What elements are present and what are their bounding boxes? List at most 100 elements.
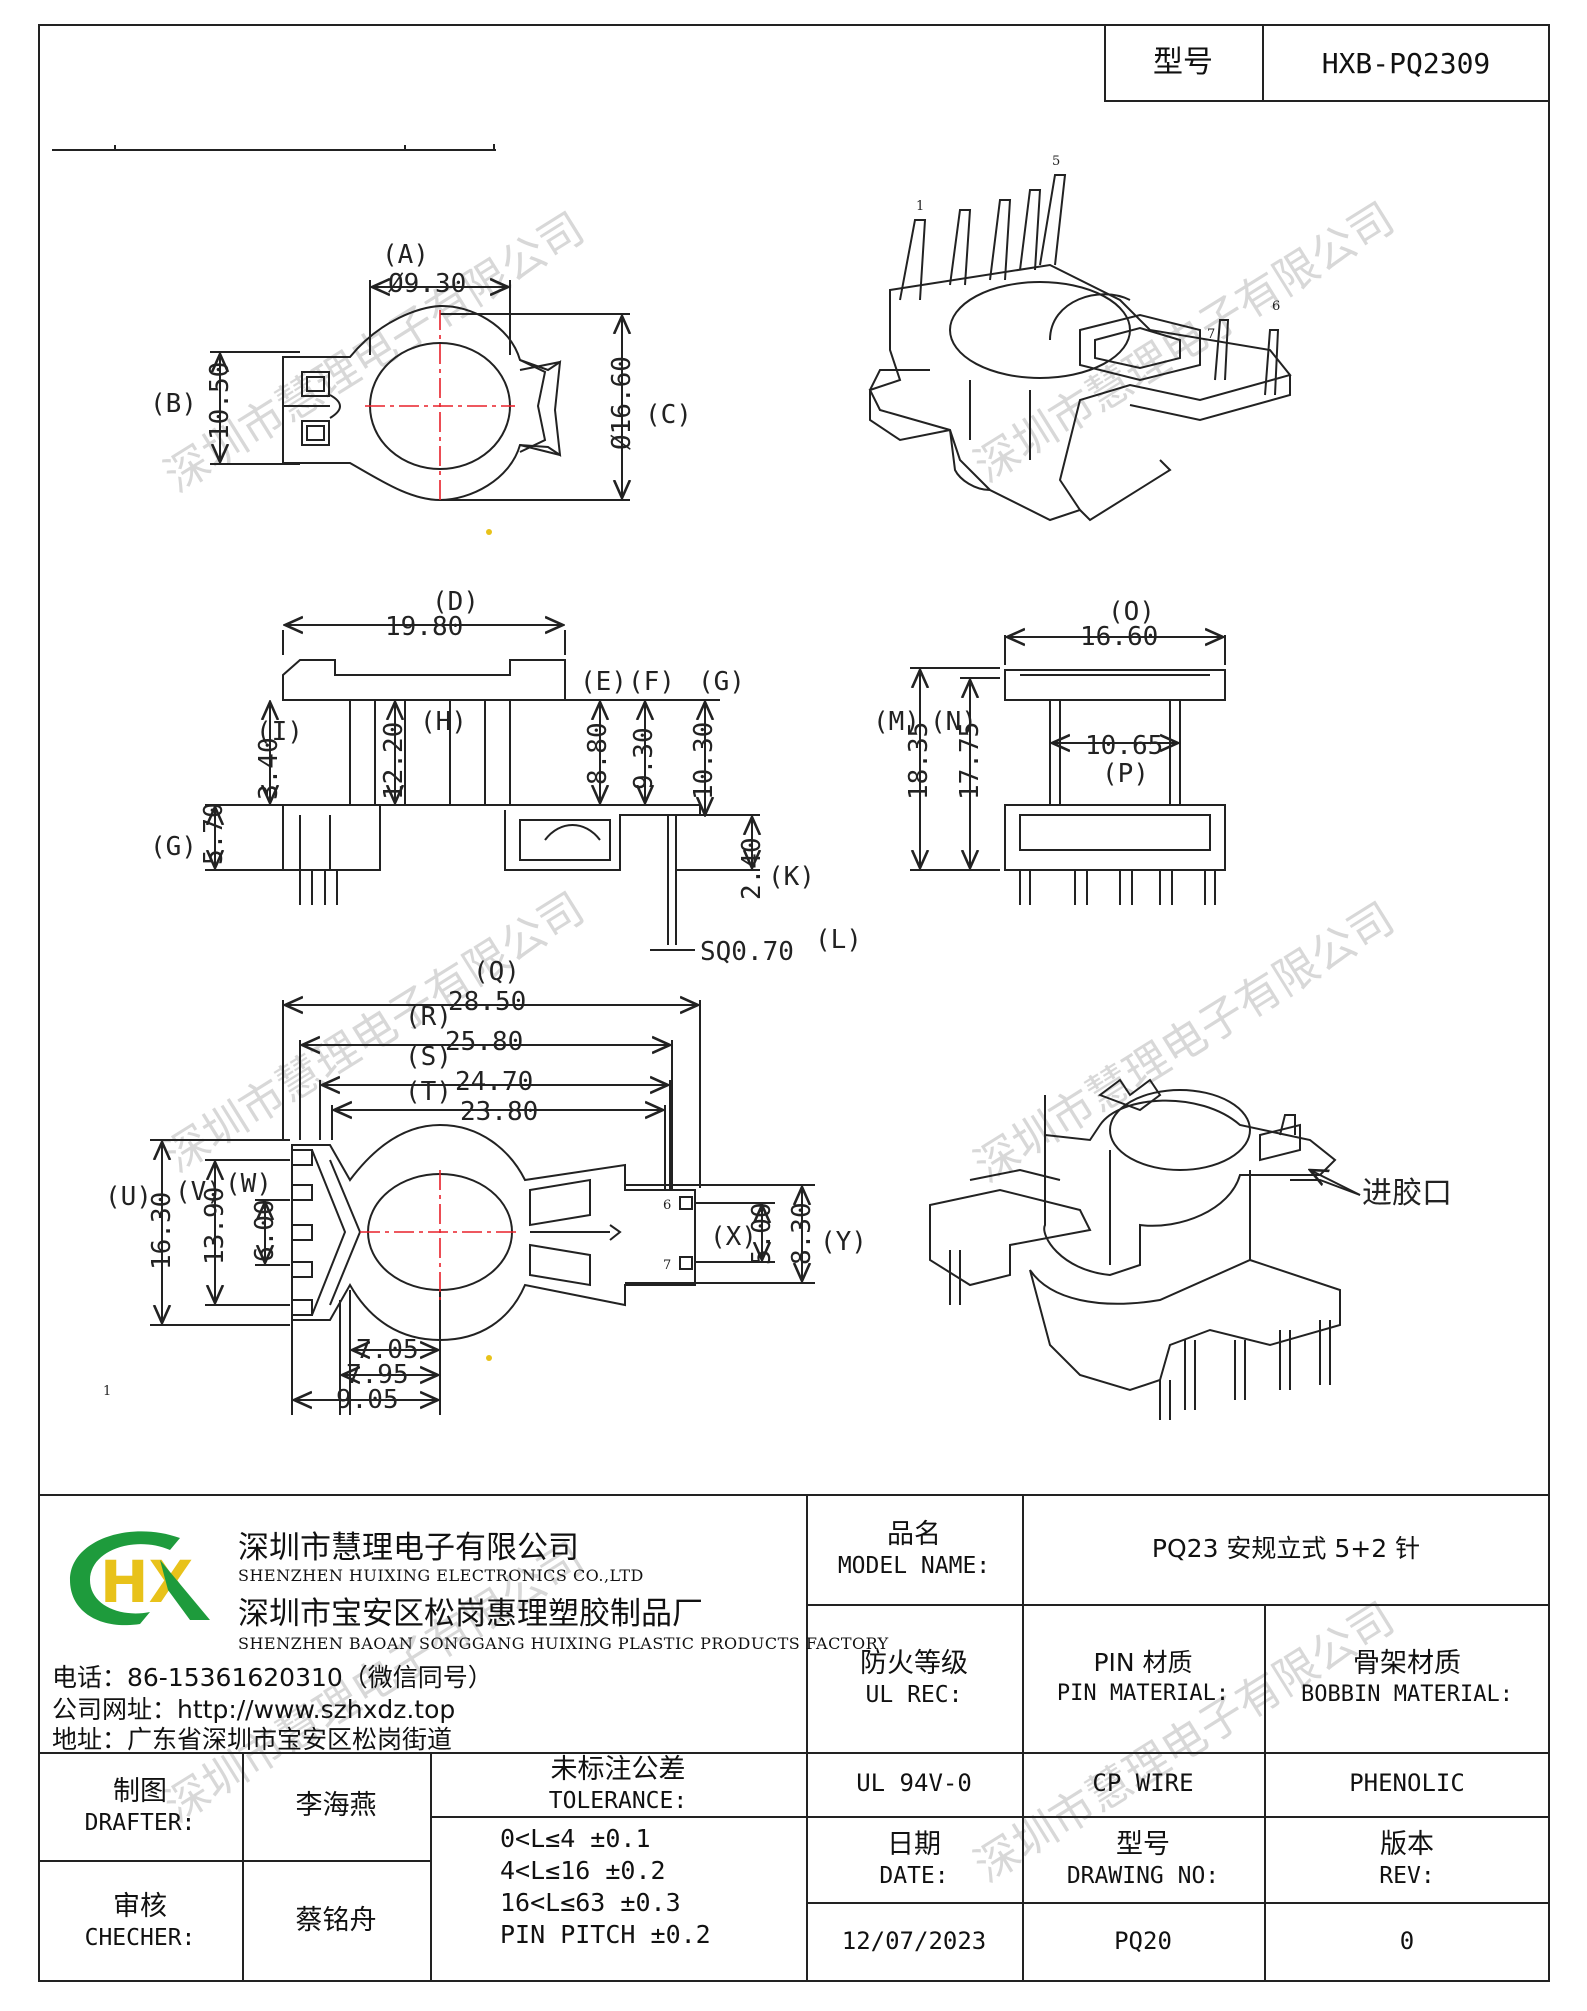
company-logo: HX xyxy=(70,1531,210,1626)
drafter-label-en: DRAFTER: xyxy=(84,1809,196,1836)
dim-label-x: (X) xyxy=(710,1222,757,1252)
isometric-view-bottom xyxy=(929,1078,1361,1420)
model-name-value: PQ23 安规立式 5+2 针 xyxy=(1151,1533,1421,1563)
website-text: 公司网址：http://www.szhxdz.top xyxy=(52,1695,456,1724)
checker-label-en: CHECHER: xyxy=(84,1924,196,1951)
title-block-top-border xyxy=(38,1494,1550,1496)
tolerance-line: 4<L≤16 ±0.2 xyxy=(500,1856,666,1885)
dim-label-w: (W) xyxy=(225,1169,272,1199)
date-label: 日期 DATE: xyxy=(806,1816,1022,1902)
iso-pin-label-5: 5 xyxy=(1052,154,1060,169)
phone-text: 电话：86-15361620310（微信同号） xyxy=(52,1663,493,1692)
fire-rating-value: UL 94V-0 xyxy=(856,1769,972,1798)
dim-value-t: 23.80 xyxy=(460,1097,538,1127)
checker-name: 蔡铭舟 xyxy=(295,1905,377,1937)
bobbin-material-value: PHENOLIC xyxy=(1349,1769,1465,1798)
company-name-cn: 深圳市慧理电子有限公司 xyxy=(238,1530,579,1566)
dim-label-v: (V) xyxy=(175,1177,222,1207)
dim-label-q: (Q) xyxy=(473,957,520,987)
model-name-label: 品名 MODEL NAME: xyxy=(806,1494,1022,1604)
rev-label-en: REV: xyxy=(1379,1862,1435,1889)
pin-material-label-en: PIN MATERIAL: xyxy=(1056,1680,1230,1706)
checker-label-cn: 审核 xyxy=(113,1890,167,1922)
rev-label-cn: 版本 xyxy=(1380,1828,1434,1860)
dim-label-u: (U) xyxy=(105,1182,152,1212)
model-header-box xyxy=(1104,24,1550,102)
iso-pin-label-6: 6 xyxy=(1272,299,1280,314)
isometric-view-top xyxy=(868,174,1292,522)
tolerance-line: PIN PITCH ±0.2 xyxy=(500,1920,711,1949)
dim-value-k: 2.40 xyxy=(737,837,767,900)
dim-value-x: 5.00 xyxy=(747,1202,777,1265)
checker-label: 审核 CHECHER: xyxy=(38,1860,242,1982)
model-name-label-en: MODEL NAME: xyxy=(837,1552,991,1579)
dim-label-o: (O) xyxy=(1108,597,1155,627)
dim-value-g-bottom: 5.70 xyxy=(199,802,229,865)
dim-value-i: 3.40 xyxy=(254,737,284,800)
dim-label-e: (E) xyxy=(580,667,627,697)
dim-value-m: 18.35 xyxy=(904,722,934,800)
dim-value-d: 19.80 xyxy=(385,612,463,642)
dim-value-d2: 7.95 xyxy=(346,1360,409,1390)
pin-label-1: 1 xyxy=(103,1384,111,1399)
dim-value-c: Ø16.60 xyxy=(607,356,637,450)
outer-frame xyxy=(38,24,1550,1982)
date-value: 12/07/2023 xyxy=(841,1927,987,1956)
fire-rating-label: 防火等级 UL REC: xyxy=(806,1604,1022,1752)
dim-value-f: 9.30 xyxy=(629,727,659,790)
rev-label: 版本 REV: xyxy=(1264,1816,1550,1902)
dim-value-d3: 9.05 xyxy=(336,1385,399,1415)
tolerance-label: 未标注公差 TOLERANCE: xyxy=(430,1752,806,1816)
bobbin-material-label: 骨架材质 BOBBIN MATERIAL: xyxy=(1264,1604,1550,1752)
dim-label-c: (C) xyxy=(645,400,692,430)
model-header-value: HXB-PQ2309 xyxy=(1321,46,1491,80)
pin-label-7: 7 xyxy=(663,1258,671,1273)
dim-value-u: 16.30 xyxy=(147,1192,177,1270)
iso-pin-label-7: 7 xyxy=(1207,327,1215,342)
dim-label-m: (M) xyxy=(873,707,920,737)
dim-value-d1: 7.05 xyxy=(356,1335,419,1365)
drawing-no-label-en: DRAWING NO: xyxy=(1066,1862,1220,1889)
pin-material-value: CP WIRE xyxy=(1092,1769,1194,1798)
company-name-en: SHENZHEN HUIXING ELECTRONICS CO.,LTD xyxy=(238,1566,644,1585)
dim-label-n: (N) xyxy=(930,707,977,737)
dim-value-o: 16.60 xyxy=(1080,622,1158,652)
dim-value-a: Ø9.30 xyxy=(388,269,466,299)
front-view xyxy=(910,635,1226,905)
dim-label-h: (H) xyxy=(420,707,467,737)
marker-dot xyxy=(486,529,492,535)
scale-ruler xyxy=(52,144,496,151)
dim-value-h: 12.20 xyxy=(379,722,409,800)
dim-label-a: (A) xyxy=(382,240,429,270)
dim-value-e: 8.80 xyxy=(583,722,613,785)
dim-value-y: 8.30 xyxy=(787,1202,817,1265)
bobbin-material-label-en: BOBBIN MATERIAL: xyxy=(1301,1682,1513,1708)
pin-label-6: 6 xyxy=(663,1198,671,1213)
dim-value-p: 10.65 xyxy=(1085,731,1163,761)
pin-material-label: PIN 材质 PIN MATERIAL: xyxy=(1022,1604,1264,1752)
dim-label-k: (K) xyxy=(768,862,815,892)
dim-value-v: 13.90 xyxy=(200,1187,230,1265)
dim-label-d: (D) xyxy=(432,587,479,617)
dim-value-n: 17.75 xyxy=(955,722,985,800)
model-header-label: 型号 xyxy=(1153,45,1213,81)
dim-value-s: 24.70 xyxy=(455,1067,533,1097)
date-label-cn: 日期 xyxy=(887,1828,941,1860)
dim-label-g-top: (G) xyxy=(698,667,745,697)
address-text: 地址：广东省深圳市宝安区松岗街道 xyxy=(52,1725,453,1754)
dim-label-p: (P) xyxy=(1102,759,1149,789)
tolerance-label-en: TOLERANCE: xyxy=(548,1787,688,1814)
fire-rating-label-cn: 防火等级 xyxy=(860,1647,968,1679)
drafter-label-cn: 制图 xyxy=(113,1775,167,1807)
dim-value-g-top: 10.30 xyxy=(689,722,719,800)
dim-label-g-bottom: (G) xyxy=(150,832,197,862)
marker-dot xyxy=(486,1355,492,1361)
dim-label-s: (S) xyxy=(405,1042,452,1072)
dim-label-l: (L) xyxy=(815,925,862,955)
factory-name-en: SHENZHEN BAOAN SONGGANG HUIXING PLASTIC … xyxy=(238,1634,889,1653)
dim-value-l: SQ0.70 xyxy=(700,937,794,967)
bottom-view-centerlines xyxy=(360,1170,520,1300)
rev-value: 0 xyxy=(1399,1927,1415,1956)
date-label-en: DATE: xyxy=(879,1862,949,1889)
